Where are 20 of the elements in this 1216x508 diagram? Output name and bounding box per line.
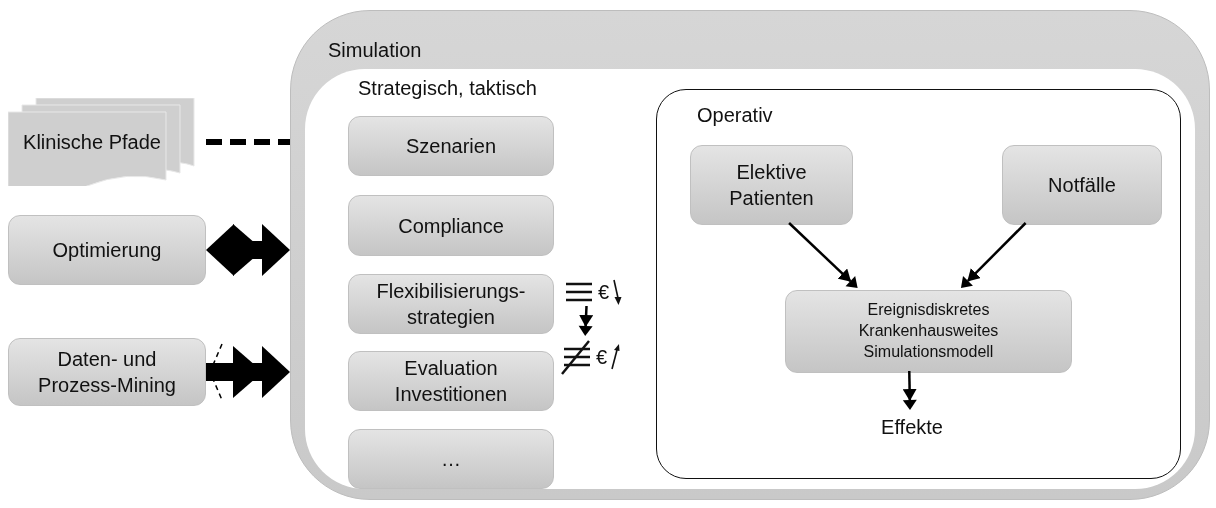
process-box: Szenarien [348,116,554,176]
euro-sign: € [598,280,610,304]
process-box: … [348,429,554,489]
process-box: Optimierung [8,215,206,285]
euro-sign: € [596,345,608,369]
process-box: Compliance [348,195,554,256]
document-label: Klinische Pfade [23,130,161,155]
process-box: Ereignisdiskretes Krankenhausweites Simulationsmodell [785,290,1072,373]
operative-panel [656,89,1181,479]
group-heading: Operativ [697,104,773,127]
group-heading: Strategisch, taktisch [358,77,537,100]
process-box: Daten- und Prozess-Mining [8,338,206,406]
strategic-panel [305,69,1195,489]
process-box: Notfälle [1002,145,1162,225]
process-box: Elektive Patienten [690,145,853,225]
simulation-container [290,10,1210,500]
result-label: Effekte [881,415,943,439]
group-heading: Simulation [328,39,422,62]
process-box: Evaluation Investitionen [348,351,554,411]
process-box: Flexibilisierungs- strategien [348,274,554,334]
